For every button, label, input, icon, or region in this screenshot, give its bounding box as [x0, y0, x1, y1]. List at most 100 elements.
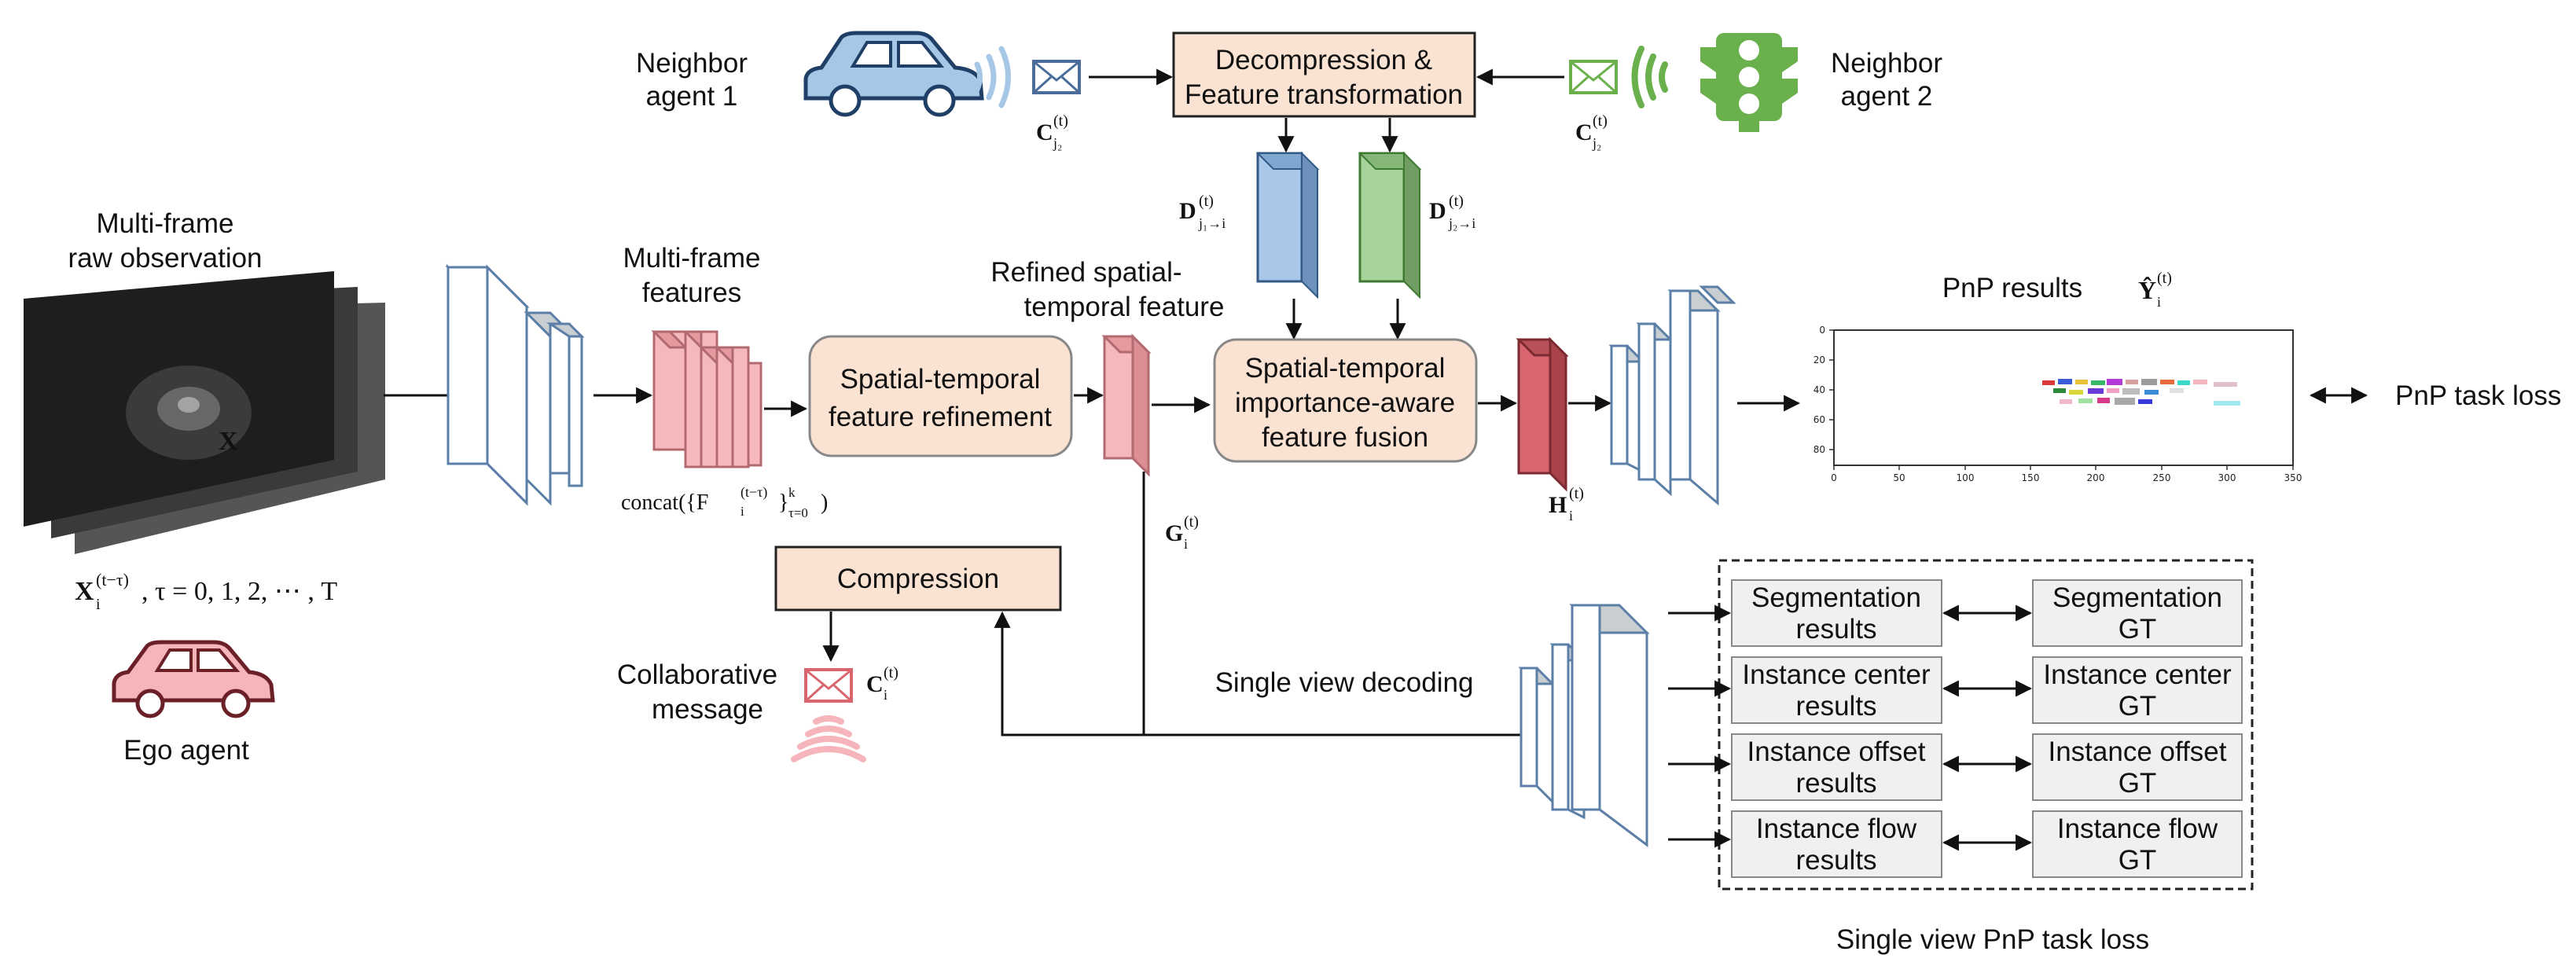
- h-i-label: H (t) i: [1549, 485, 1584, 523]
- svg-text:raw observation: raw observation: [68, 243, 262, 274]
- svg-text:i: i: [884, 687, 887, 703]
- result-row-instance-flow: Instance flow results Instance flow GT: [1731, 810, 2243, 878]
- svg-text:Segmentation: Segmentation: [2052, 582, 2222, 613]
- bev-objects: [2042, 379, 2240, 406]
- svg-text:i: i: [96, 596, 101, 613]
- y-tick: 0: [1819, 325, 1825, 336]
- svg-text:i: i: [1569, 508, 1573, 523]
- svg-text:(t): (t): [1184, 513, 1199, 531]
- svg-text:, τ = 0, 1, 2, ⋯ , T: , τ = 0, 1, 2, ⋯ , T: [141, 577, 337, 606]
- x-tick: 250: [2153, 472, 2171, 483]
- svg-text:Spatial-temporal: Spatial-temporal: [840, 364, 1041, 395]
- svg-text:j₂: j₂: [1053, 135, 1062, 151]
- svg-text:i: i: [1184, 536, 1188, 552]
- svg-text:}: }: [778, 490, 788, 515]
- y-tick: 80: [1813, 444, 1825, 455]
- svg-text:): ): [821, 490, 828, 515]
- svg-text:(t): (t): [1449, 193, 1464, 210]
- svg-text:features: features: [642, 277, 741, 308]
- encoder: [445, 263, 585, 506]
- x-tick: 200: [2087, 472, 2105, 483]
- result-row-segmentation: Segmentation results Segmentation GT: [1731, 579, 2243, 647]
- svg-text:temporal feature: temporal feature: [1024, 292, 1225, 322]
- decoder: [1608, 285, 1736, 506]
- svg-text:Multi-frame: Multi-frame: [623, 243, 760, 274]
- svg-text:(t): (t): [884, 664, 898, 681]
- raw-observation-stack: X: [24, 271, 385, 554]
- svg-text:PnP results: PnP results: [1942, 273, 2082, 303]
- envelope-icon: [1032, 60, 1081, 94]
- d-j1-label: D (t) j₁→i: [1179, 193, 1226, 231]
- decompression-box: Decompression & Feature transformation: [1172, 31, 1476, 118]
- refined-feature-g: [1101, 333, 1152, 477]
- h-feature: [1516, 336, 1569, 492]
- svg-text:j₂: j₂: [1592, 135, 1601, 151]
- svg-text:GT: GT: [2118, 768, 2157, 799]
- collaborative-message-label: Collaborative message: [617, 659, 777, 725]
- svg-text:results: results: [1795, 845, 1876, 876]
- neighbor-agent-1: Neighbor agent 1: [636, 48, 748, 112]
- svg-text:(t): (t): [1053, 112, 1068, 130]
- svg-text:(t): (t): [1569, 485, 1584, 502]
- svg-text:Instance center: Instance center: [1742, 659, 1931, 690]
- svg-text:Refined spatial-: Refined spatial-: [990, 257, 1181, 288]
- c-i-label: C (t) i: [866, 664, 898, 703]
- svg-text:message: message: [652, 694, 763, 725]
- svg-text:(t): (t): [1199, 193, 1214, 210]
- svg-text:X: X: [75, 577, 94, 606]
- x-tick: 100: [1957, 472, 1975, 483]
- svg-text:Collaborative: Collaborative: [617, 659, 777, 690]
- x-tick: 150: [2022, 472, 2040, 483]
- wireless-signal-icon: [791, 715, 866, 762]
- plot-axis-ticks: [1829, 329, 2294, 470]
- svg-text:C: C: [1575, 119, 1593, 145]
- svg-text:τ=0: τ=0: [788, 505, 808, 520]
- svg-text:(t−τ): (t−τ): [740, 484, 767, 501]
- svg-text:i: i: [2157, 294, 2161, 310]
- x-tick: 350: [2284, 472, 2302, 483]
- multi-frame-features-label: Multi-frame features: [623, 243, 760, 308]
- x-tick: 0: [1831, 472, 1837, 483]
- g-i-label: G (t) i: [1165, 513, 1199, 552]
- svg-text:(t): (t): [2157, 270, 2172, 287]
- svg-text:Instance flow: Instance flow: [2057, 814, 2218, 844]
- svg-text:Ŷ: Ŷ: [2138, 276, 2156, 304]
- result-row-instance-center: Instance center results Instance center …: [1731, 656, 2243, 724]
- refined-feature-label: Refined spatial- temporal feature: [990, 257, 1224, 322]
- svg-text:Spatial-temporal: Spatial-temporal: [1245, 353, 1446, 384]
- result-row-instance-offset: Instance offset results Instance offset …: [1731, 733, 2243, 801]
- x-tick: 50: [1893, 472, 1905, 483]
- st-refinement-box: Spatial-temporal feature refinement: [808, 335, 1073, 457]
- svg-text:D: D: [1179, 198, 1196, 224]
- svg-text:X: X: [219, 427, 238, 456]
- neighbor1-line2: agent 1: [646, 81, 738, 112]
- svg-text:GT: GT: [2118, 614, 2157, 645]
- single-view-decoder: [1518, 604, 1650, 847]
- svg-text:G: G: [1165, 520, 1183, 546]
- svg-text:GT: GT: [2118, 845, 2157, 876]
- d-j2-feature: [1358, 151, 1422, 299]
- svg-text:Instance center: Instance center: [2043, 659, 2232, 690]
- svg-text:Compression: Compression: [837, 564, 999, 594]
- svg-text:results: results: [1795, 691, 1876, 722]
- svg-text:C: C: [866, 671, 884, 697]
- svg-text:results: results: [1795, 768, 1876, 799]
- d-j2-label: D (t) j₂→i: [1429, 193, 1475, 231]
- c-j2-left-label: C (t) j₂: [1036, 112, 1068, 151]
- envelope-icon: [804, 668, 853, 703]
- x-input-formula: X (t−τ) i , τ = 0, 1, 2, ⋯ , T: [75, 570, 337, 613]
- single-view-pnp-loss-label: Single view PnP task loss: [1836, 924, 2149, 955]
- svg-text:GT: GT: [2118, 691, 2157, 722]
- svg-text:k: k: [788, 485, 796, 500]
- svg-text:D: D: [1429, 198, 1446, 224]
- y-tick: 40: [1813, 384, 1825, 395]
- svg-text:(t): (t): [1593, 112, 1608, 130]
- decompression-line2: Feature transformation: [1185, 79, 1463, 110]
- wireless-signal-icon: [974, 46, 1011, 108]
- y-tick: 20: [1813, 354, 1825, 365]
- svg-text:results: results: [1795, 614, 1876, 645]
- decompression-line1: Decompression &: [1215, 45, 1432, 75]
- x-tick: 300: [2218, 472, 2236, 483]
- svg-text:i: i: [740, 504, 744, 519]
